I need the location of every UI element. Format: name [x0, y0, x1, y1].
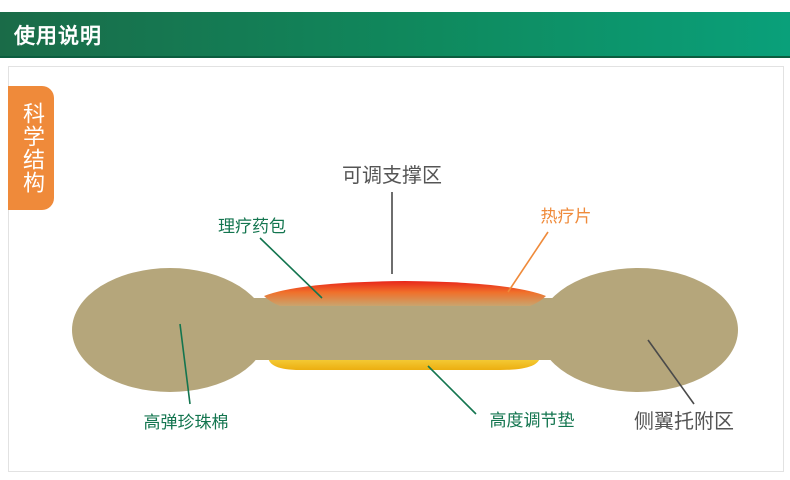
leader-herb-pack	[259, 237, 323, 299]
left-lobe	[72, 268, 268, 392]
leader-heat-patch	[507, 231, 549, 293]
label-pearl-cotton: 高弹珍珠棉	[144, 413, 229, 433]
center-bridge	[238, 298, 570, 360]
right-lobe	[538, 268, 738, 392]
leader-height-pad	[427, 365, 477, 415]
heat-layer	[264, 281, 546, 306]
section-tab: 科学结构	[8, 86, 54, 210]
label-height-pad: 高度调节垫	[490, 411, 575, 431]
leader-side-support	[647, 339, 695, 405]
header-bar: 使用说明	[0, 12, 790, 58]
page-title: 使用说明	[14, 24, 102, 48]
label-herb-pack: 理疗药包	[218, 217, 286, 237]
leader-pearl-cotton	[179, 323, 191, 405]
label-support: 可调支撑区	[342, 163, 442, 187]
pillow-body	[72, 268, 738, 392]
label-heat-patch: 热疗片	[541, 207, 592, 227]
label-side-support: 侧翼托附区	[634, 409, 734, 433]
